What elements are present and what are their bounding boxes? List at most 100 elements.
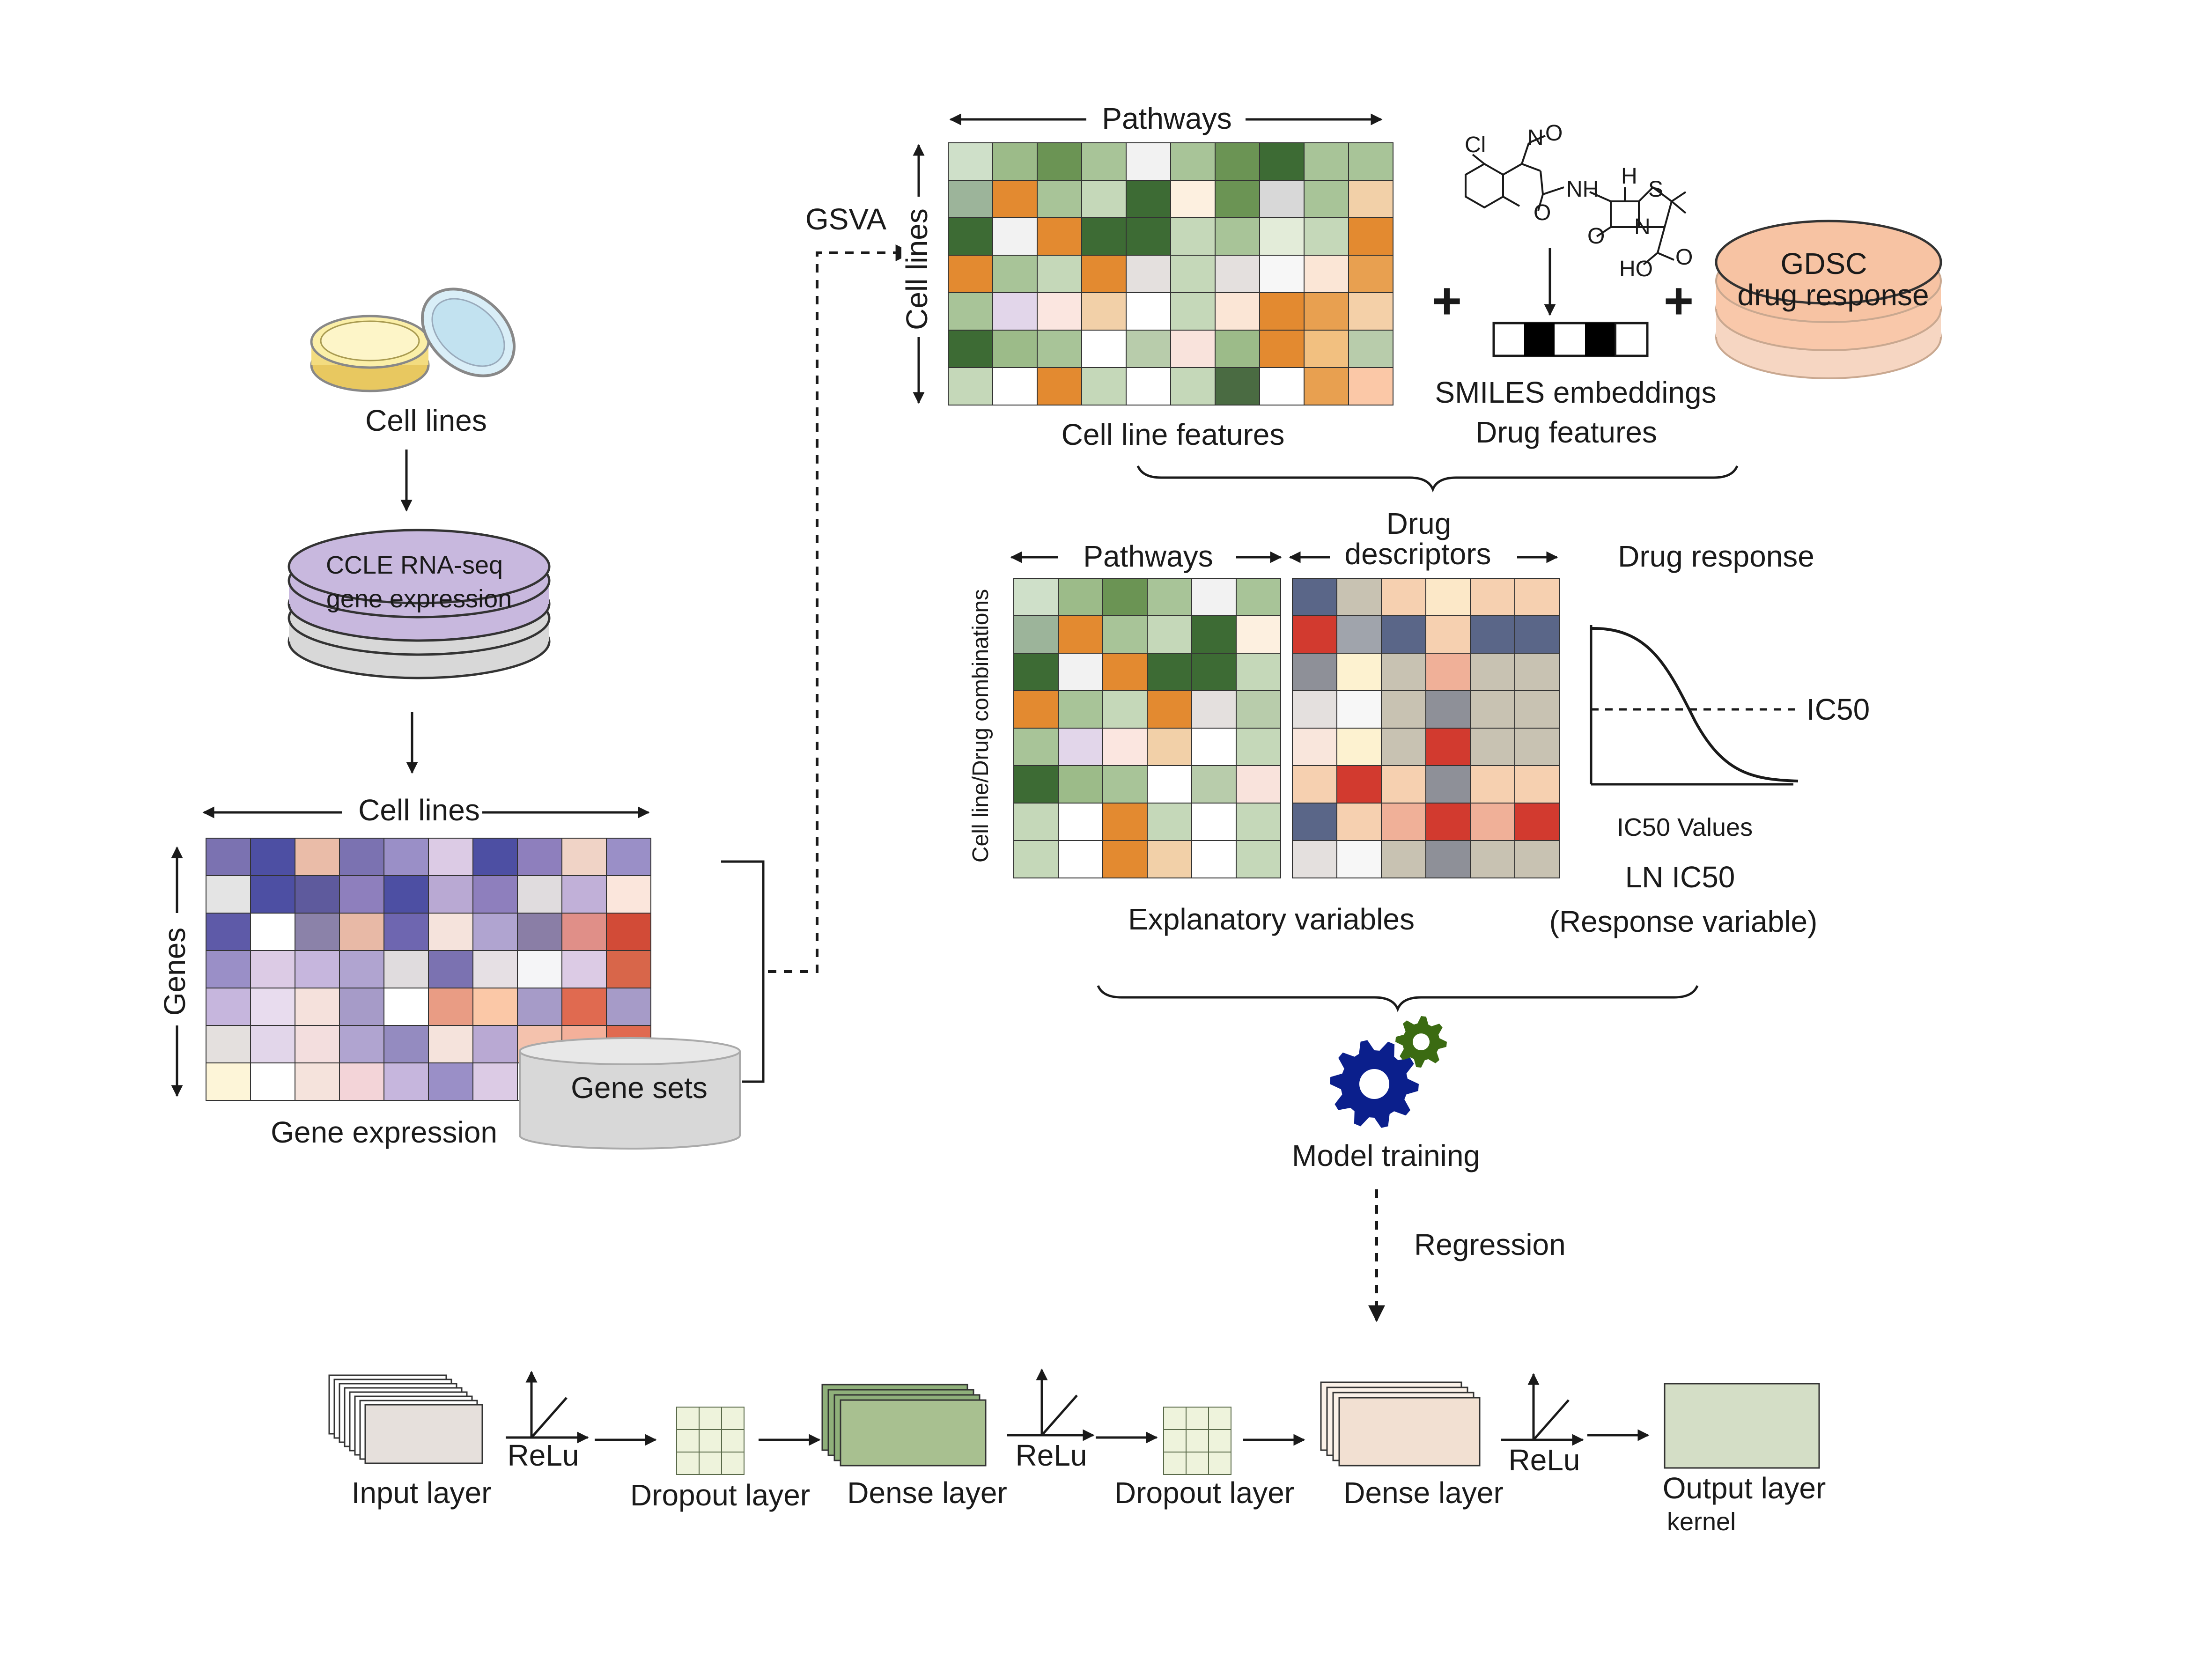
relu-activation-icon-2	[1007, 1368, 1095, 1441]
heatmap-cell	[383, 838, 429, 876]
atom-s: S	[1648, 177, 1663, 202]
heatmap-cell	[1147, 615, 1192, 654]
heatmap-cell	[1236, 840, 1281, 878]
heatmap-cell	[1514, 690, 1560, 729]
cell-lines-vertical-label: Cell lines	[900, 208, 934, 330]
heatmap-cell	[1514, 765, 1560, 804]
heatmap-cell	[1058, 803, 1103, 841]
heatmap-cell	[992, 255, 1038, 293]
heatmap-cell	[472, 950, 518, 988]
heatmap-cell	[1348, 330, 1394, 368]
cell-line-features-heatmap	[948, 142, 1394, 406]
heatmap-cell	[1191, 840, 1237, 878]
gsva-bracket	[721, 860, 765, 1083]
heatmap-cell	[1425, 653, 1471, 691]
atom-o-top: O	[1545, 121, 1563, 146]
heatmap-cell	[1259, 330, 1305, 368]
heatmap-cell	[1013, 728, 1059, 766]
heatmap-cell	[1425, 615, 1471, 654]
gene-sets-label: Gene sets	[571, 1071, 708, 1105]
heatmap-cell	[339, 950, 384, 988]
heatmap-cell	[606, 875, 651, 914]
heatmap-cell	[1037, 255, 1082, 293]
heatmap-cell	[1425, 578, 1471, 616]
dense-layer-label-2: Dense layer	[1343, 1476, 1504, 1510]
gene-sets-database-icon	[519, 1037, 741, 1150]
heatmap-cell	[295, 1062, 340, 1101]
ln-ic50-label: LN IC50	[1625, 860, 1735, 894]
atom-nh: NH	[1566, 177, 1599, 202]
heatmap-cell	[295, 913, 340, 951]
heatmap-cell	[383, 950, 429, 988]
brace-combine-variables	[1097, 985, 1699, 1012]
regression-label: Regression	[1414, 1228, 1566, 1261]
heatmap-cell	[472, 988, 518, 1026]
heatmap-cell	[1292, 803, 1337, 841]
heatmap-cell	[428, 1025, 473, 1063]
heatmap-cell	[517, 913, 562, 951]
heatmap-cell	[1081, 330, 1127, 368]
brace-combine-features	[1136, 465, 1739, 493]
explanatory-pathways-heatmap	[1013, 578, 1281, 878]
genes-axis-label: Genes	[158, 928, 192, 1016]
atom-cl: Cl	[1465, 133, 1486, 157]
heatmap-cell	[1236, 728, 1281, 766]
atom-n-ring: N	[1634, 214, 1651, 239]
heatmap-cell	[383, 875, 429, 914]
heatmap-cell	[606, 988, 651, 1026]
heatmap-cell	[1336, 728, 1382, 766]
heatmap-cell	[1348, 142, 1394, 181]
heatmap-cell	[1304, 217, 1349, 256]
heatmap-cell	[1058, 615, 1103, 654]
heatmap-cell	[1292, 615, 1337, 654]
heatmap-cell	[383, 1062, 429, 1101]
heatmap-cell	[206, 988, 251, 1026]
heatmap-cell	[1126, 217, 1171, 256]
output-layer-label: Output layer	[1663, 1471, 1826, 1505]
heatmap-cell	[1425, 690, 1471, 729]
atom-o-acid: O	[1675, 245, 1693, 270]
kernel-label: kernel	[1667, 1508, 1736, 1536]
heatmap-cell	[1126, 330, 1171, 368]
ccle-label-line2: gene expression	[326, 585, 512, 613]
gene-expression-label: Gene expression	[271, 1115, 497, 1149]
heatmap-cell	[1470, 653, 1515, 691]
heatmap-cell	[1013, 653, 1059, 691]
heatmap-cell	[561, 950, 607, 988]
plus-sign-2: +	[1664, 272, 1694, 330]
heatmap-cell	[1102, 840, 1148, 878]
heatmap-cell	[1102, 690, 1148, 729]
heatmap-cell	[561, 988, 607, 1026]
gdsc-label-line2: drug response	[1737, 278, 1929, 312]
heatmap-cell	[295, 875, 340, 914]
heatmap-cell	[1336, 690, 1382, 729]
heatmap-cell	[1304, 142, 1349, 181]
dropout-layer-label-1: Dropout layer	[630, 1478, 810, 1512]
heatmap-cell	[1514, 578, 1560, 616]
heatmap-cell	[1470, 728, 1515, 766]
heatmap-cell	[250, 875, 295, 914]
heatmap-cell	[1259, 217, 1305, 256]
cell-line-features-label: Cell line features	[1062, 418, 1285, 451]
heatmap-cell	[250, 913, 295, 951]
heatmap-cell	[1470, 690, 1515, 729]
ccle-label-line1: CCLE RNA-seq	[326, 551, 503, 579]
heatmap-cell	[606, 950, 651, 988]
heatmap-cell	[1170, 217, 1216, 256]
heatmap-cell	[1147, 578, 1192, 616]
heatmap-cell	[1470, 615, 1515, 654]
heatmap-cell	[339, 988, 384, 1026]
combinations-axis-label: Cell line/Drug combinations	[968, 589, 993, 863]
heatmap-cell	[1037, 217, 1082, 256]
heatmap-cell	[1102, 578, 1148, 616]
heatmap-cell	[1013, 578, 1059, 616]
heatmap-cell	[383, 913, 429, 951]
atom-o-amide: O	[1534, 200, 1551, 225]
drug-molecule-icon	[1465, 135, 1687, 265]
heatmap-cell	[1058, 578, 1103, 616]
heatmap-cell	[428, 838, 473, 876]
drug-descriptors-line1: Drug	[1386, 507, 1452, 540]
heatmap-cell	[1514, 840, 1560, 878]
heatmap-cell	[1013, 803, 1059, 841]
